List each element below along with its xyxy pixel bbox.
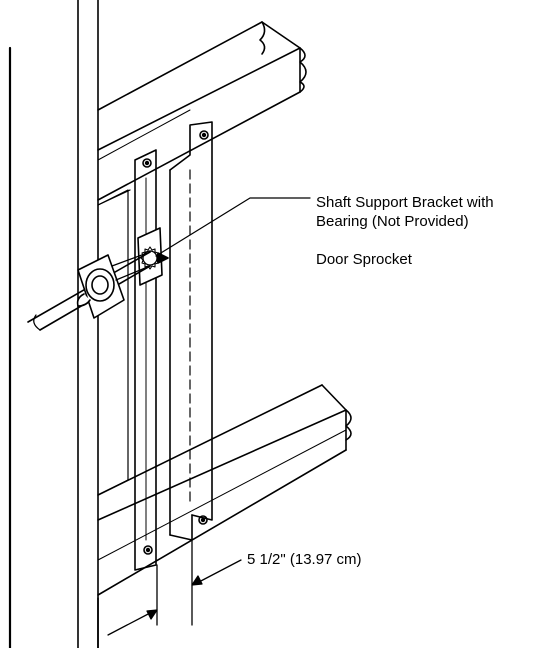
sprocket-label: Door Sprocket xyxy=(316,251,412,268)
upper-track xyxy=(97,21,307,201)
bracket-label: Shaft Support Bracket with Bearing (Not … xyxy=(316,193,494,231)
drive-shaft xyxy=(27,251,151,331)
mounting-angle xyxy=(169,121,213,541)
wall-jamb xyxy=(8,0,99,650)
dimension-lines xyxy=(107,539,242,636)
bracket-leader xyxy=(155,197,311,257)
lower-track xyxy=(97,384,352,649)
bracket-label-line1: Shaft Support Bracket with xyxy=(316,194,494,211)
shaft-support-bracket xyxy=(134,149,157,571)
door-sprocket xyxy=(137,227,169,286)
bracket-label-line2: Bearing (Not Provided) xyxy=(316,213,469,230)
track-recess xyxy=(97,189,131,496)
dimension-label: 5 1/2" (13.97 cm) xyxy=(247,551,362,568)
